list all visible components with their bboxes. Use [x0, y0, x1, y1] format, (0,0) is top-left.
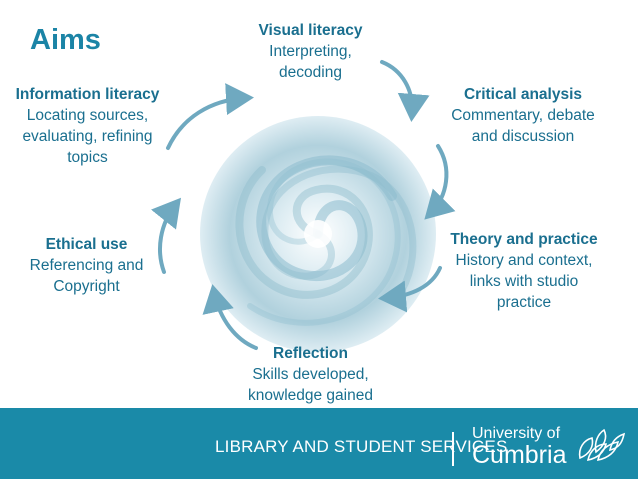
- university-leaf-logo: [578, 428, 626, 462]
- node-visual-literacy: Visual literacy Interpreting, decoding: [238, 20, 383, 83]
- cycle-arrow-icon: [202, 284, 258, 350]
- cycle-arrow-icon: [424, 144, 456, 220]
- node-heading: Critical analysis: [463, 86, 583, 103]
- node-heading: Visual literacy: [258, 22, 363, 39]
- footer-divider: [452, 432, 454, 466]
- footer-service-label: LIBRARY AND STUDENT SERVICES: [215, 437, 508, 456]
- node-critical-analysis: Critical analysis Commentary, debate and…: [448, 84, 598, 147]
- footer-banner: LIBRARY AND STUDENT SERVICES University …: [0, 408, 638, 479]
- node-heading: Information literacy: [15, 86, 160, 103]
- cycle-arrow-icon: [166, 83, 254, 150]
- node-description: Skills developed, knowledge gained: [248, 366, 373, 404]
- node-description: Locating sources, evaluating, refining t…: [22, 107, 153, 166]
- cycle-arrow-icon: [151, 197, 181, 274]
- university-name-line1: University of: [472, 425, 561, 442]
- node-reflection: Reflection Skills developed, knowledge g…: [228, 343, 393, 406]
- node-ethical-use: Ethical use Referencing and Copyright: [4, 234, 169, 297]
- university-name-line2: Cumbria: [472, 441, 567, 469]
- node-description: Referencing and Copyright: [29, 257, 144, 295]
- node-heading: Reflection: [273, 345, 348, 362]
- node-description: Interpreting, decoding: [269, 43, 352, 81]
- node-information-literacy: Information literacy Locating sources, e…: [10, 84, 165, 168]
- cycle-arrow-icon: [378, 266, 442, 313]
- node-theory-and-practice: Theory and practice History and context,…: [444, 229, 604, 313]
- slide-title: Aims: [30, 24, 101, 56]
- node-heading: Theory and practice: [450, 231, 598, 248]
- swirl-graphic: [200, 116, 436, 352]
- node-description: History and context, links with studio p…: [455, 252, 593, 311]
- node-heading: Ethical use: [45, 236, 128, 253]
- node-description: Commentary, debate and discussion: [451, 107, 595, 145]
- cycle-arrow-icon: [380, 60, 430, 122]
